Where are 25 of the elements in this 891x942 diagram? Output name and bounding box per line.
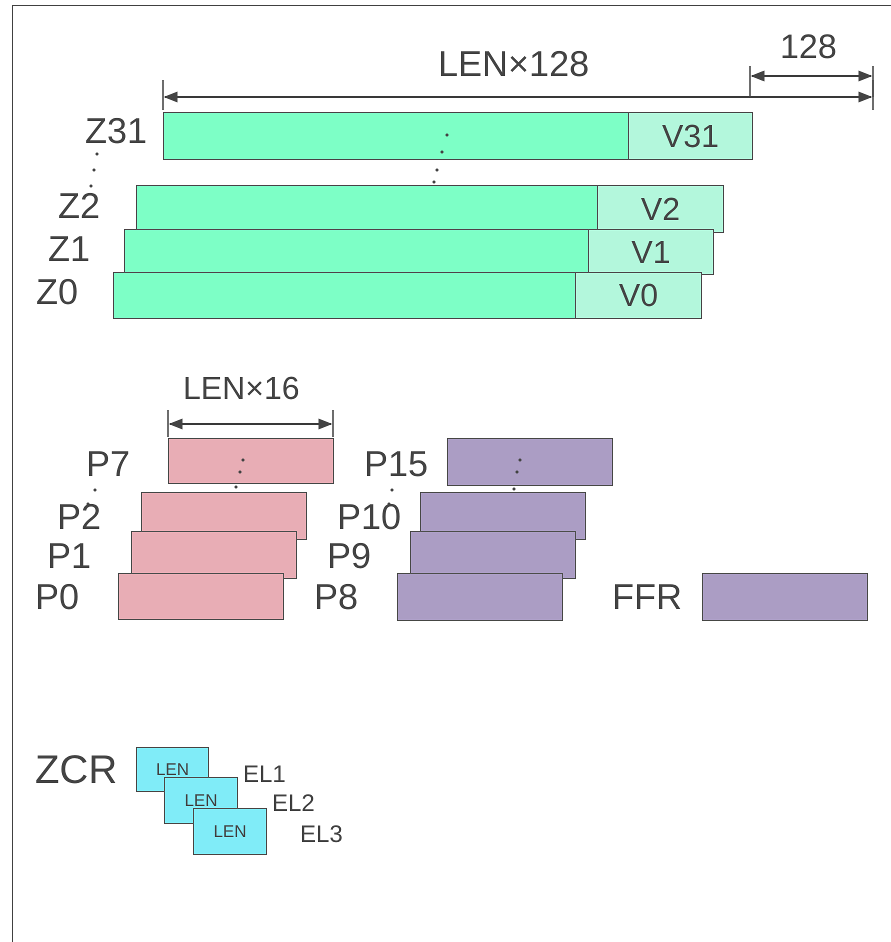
dimension-label: 128 — [780, 30, 837, 64]
register-name: Z1 — [48, 231, 90, 267]
register-name: P1 — [47, 538, 92, 574]
register-name: P9 — [327, 538, 372, 574]
register-name: P15 — [364, 446, 428, 482]
register-name: P8 — [314, 579, 358, 615]
element-label: EL1 — [243, 763, 286, 787]
register-segment: V2 — [597, 186, 723, 232]
register-name: P10 — [337, 499, 402, 535]
register-segment: V31 — [628, 113, 752, 159]
register-name: Z31 — [85, 113, 148, 149]
register-name: FFR — [612, 579, 682, 615]
register-segment: V0 — [575, 273, 701, 318]
register-segment: V1 — [588, 230, 713, 274]
dimension-label: LEN×128 — [438, 46, 590, 82]
register-name: P0 — [35, 579, 80, 615]
register-name: Z0 — [36, 274, 78, 310]
element-label: EL3 — [300, 823, 343, 847]
register-name: P2 — [57, 499, 102, 535]
register-bar: LEN — [193, 808, 267, 855]
register-name: ZCR — [35, 750, 118, 790]
register-name: Z2 — [58, 188, 100, 224]
element-label: EL2 — [272, 792, 315, 816]
dimension-label: LEN×16 — [183, 372, 300, 404]
register-name: P7 — [86, 446, 130, 482]
